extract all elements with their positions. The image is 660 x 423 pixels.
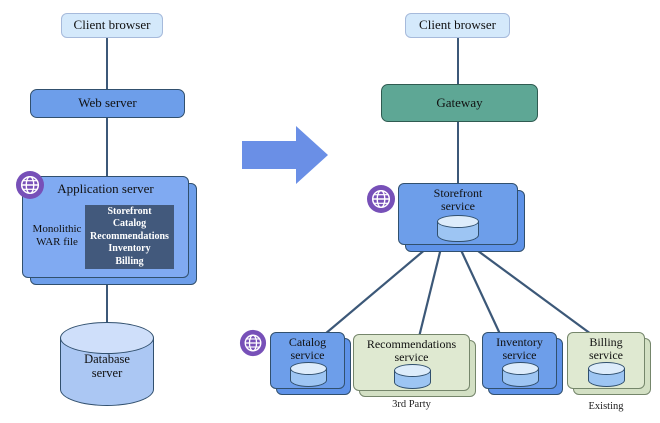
third-party-note: 3rd Party xyxy=(392,399,431,410)
inventory-datastore xyxy=(502,362,539,387)
storefront-datastore xyxy=(437,215,479,242)
cylinder-top xyxy=(290,362,327,375)
globe-icon xyxy=(367,185,395,213)
recommendations-service-label: Recommendations service xyxy=(366,337,457,365)
cylinder-top xyxy=(437,215,479,228)
module-storefront: Storefront xyxy=(107,205,152,217)
database-cylinder-top xyxy=(60,322,154,354)
module-catalog: Catalog xyxy=(112,218,147,230)
web-server-label: Web server xyxy=(78,95,137,111)
monolithic-war-label: Monolithic WAR file xyxy=(32,223,82,249)
connector-storefront-inventory xyxy=(459,247,501,335)
database-server-node: Database server xyxy=(60,322,154,406)
connector-storefront-billing xyxy=(473,247,592,335)
storefront-service-label: Storefront service xyxy=(433,186,483,214)
cylinder-top xyxy=(394,364,431,377)
module-recommendations: Recommendations xyxy=(90,230,169,242)
gateway-label: Gateway xyxy=(436,94,483,110)
catalog-service-node: Catalog service xyxy=(270,332,345,389)
gateway-node: Gateway xyxy=(381,84,538,122)
client-browser-left-label: Client browser xyxy=(73,17,151,33)
transformation-arrow xyxy=(242,126,328,184)
billing-service-node: Billing service xyxy=(567,332,645,389)
client-browser-left-node: Client browser xyxy=(61,13,163,38)
inventory-service-label: Inventory service xyxy=(496,335,543,363)
connector-storefront-recommendations xyxy=(417,247,443,338)
recommendations-datastore xyxy=(394,364,431,389)
globe-icon xyxy=(16,171,44,199)
cylinder-top xyxy=(588,362,625,375)
existing-note: Existing xyxy=(588,401,624,412)
cylinder-top xyxy=(502,362,539,375)
billing-datastore xyxy=(588,362,625,387)
storefront-service-node: Storefront service xyxy=(398,183,518,245)
database-server-label: Database server xyxy=(84,352,130,381)
client-browser-right-label: Client browser xyxy=(419,17,496,33)
connector-storefront-catalog xyxy=(324,247,428,335)
web-server-node: Web server xyxy=(30,89,185,118)
catalog-service-label: Catalog service xyxy=(288,335,327,363)
inventory-service-node: Inventory service xyxy=(482,332,557,389)
module-inventory: Inventory xyxy=(108,243,151,255)
application-server-title: Application server xyxy=(57,181,154,196)
client-browser-right-node: Client browser xyxy=(405,13,510,38)
recommendations-service-node: Recommendations service xyxy=(353,334,470,391)
catalog-datastore xyxy=(290,362,327,387)
module-billing: Billing xyxy=(115,255,144,267)
globe-icon xyxy=(239,329,267,357)
application-server-node: Application server Monolithic WAR file S… xyxy=(22,176,189,278)
billing-service-label: Billing service xyxy=(589,335,623,363)
war-modules-box: Storefront Catalog Recommendations Inven… xyxy=(85,205,174,269)
